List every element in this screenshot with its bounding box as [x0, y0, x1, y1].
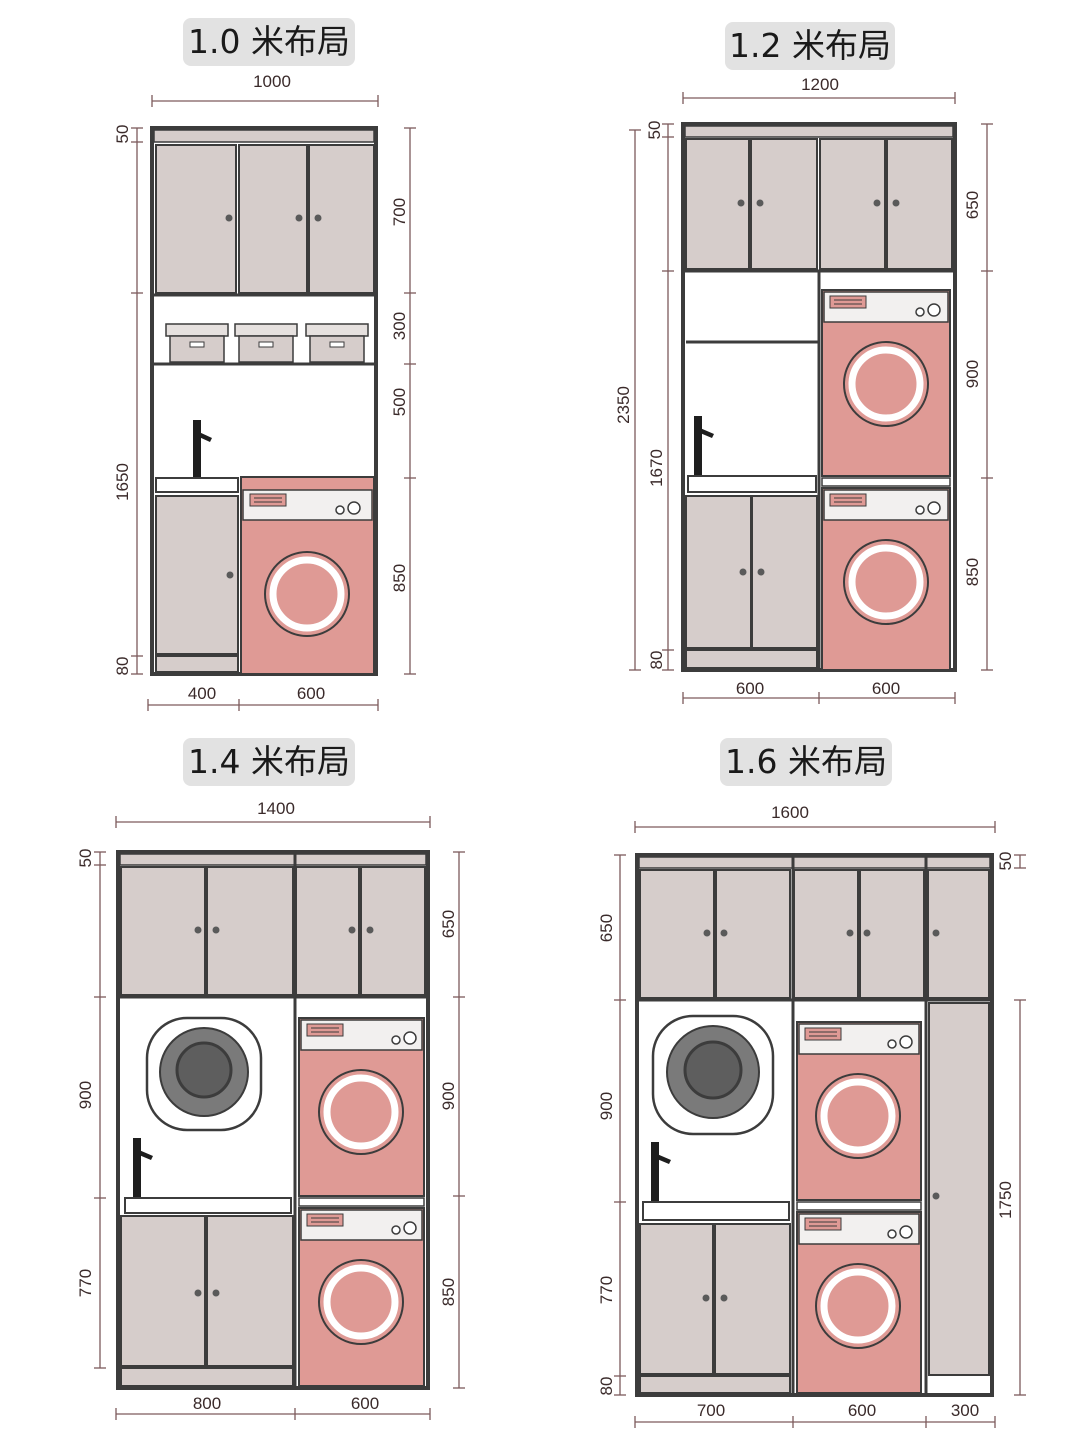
dim-width: 300 — [951, 1401, 979, 1420]
dim-width: 600 — [872, 679, 900, 698]
dimension-lines — [94, 92, 1026, 1428]
wall-dryer-icon — [145, 1016, 263, 1132]
dim-height: 1650 — [113, 463, 132, 501]
washing-machine-icon — [240, 476, 375, 675]
layout-4-title: 1.6 米布局 — [720, 738, 892, 786]
dim-width: 600 — [297, 684, 325, 703]
faucet-icon — [133, 1138, 153, 1198]
layout-1-title: 1.0 米布局 — [183, 18, 355, 66]
dim-height: 300 — [390, 312, 409, 340]
dryer-icon — [821, 289, 951, 477]
dryer-icon — [796, 1021, 922, 1201]
washing-machine-icon — [298, 1207, 425, 1387]
dim-height: 900 — [439, 1082, 458, 1110]
dim-height: 80 — [647, 651, 666, 670]
dim-height: 850 — [390, 564, 409, 592]
dim-total-width: 1600 — [771, 803, 809, 822]
dim-height: 650 — [597, 914, 616, 942]
dim-height: 80 — [113, 657, 132, 676]
dim-height: 850 — [439, 1278, 458, 1306]
dim-width: 600 — [736, 679, 764, 698]
layout-3-title: 1.4 米布局 — [183, 738, 355, 786]
dim-width: 800 — [193, 1394, 221, 1413]
dim-height: 650 — [963, 191, 982, 219]
dim-height: 1750 — [996, 1181, 1015, 1219]
washing-machine-icon — [821, 487, 951, 671]
dim-height: 900 — [597, 1092, 616, 1120]
faucet-icon — [694, 416, 714, 476]
layout-3-cabinet — [116, 850, 430, 1390]
dim-height: 770 — [76, 1269, 95, 1297]
dim-height: 50 — [645, 121, 664, 140]
dim-width: 600 — [848, 1401, 876, 1420]
dim-height: 500 — [390, 388, 409, 416]
dim-height: 700 — [390, 198, 409, 226]
wall-dryer-icon — [651, 1014, 775, 1136]
dim-width: 600 — [351, 1394, 379, 1413]
dim-total-width: 1000 — [253, 72, 291, 91]
faucet-icon — [193, 420, 212, 478]
dim-width: 400 — [188, 684, 216, 703]
layout-4-cabinet — [635, 853, 994, 1397]
dim-height: 50 — [76, 849, 95, 868]
dim-height: 50 — [996, 852, 1015, 871]
layout-2-title: 1.2 米布局 — [725, 22, 895, 70]
storage-box — [234, 323, 298, 363]
dim-height: 900 — [963, 360, 982, 388]
dim-height: 80 — [597, 1377, 616, 1396]
dim-height: 1670 — [647, 449, 666, 487]
dim-total-width: 1200 — [801, 75, 839, 94]
dim-height: 50 — [113, 125, 132, 144]
dryer-icon — [298, 1017, 425, 1197]
faucet-icon — [651, 1142, 671, 1202]
storage-box — [305, 323, 369, 363]
washing-machine-icon — [796, 1211, 922, 1394]
dim-height: 2350 — [614, 386, 633, 424]
layout-1-cabinet — [150, 126, 378, 676]
dim-width: 700 — [697, 1401, 725, 1420]
dim-height: 650 — [439, 910, 458, 938]
storage-box — [165, 323, 229, 363]
dim-total-width: 1400 — [257, 799, 295, 818]
dim-height: 900 — [76, 1081, 95, 1109]
dim-height: 770 — [597, 1276, 616, 1304]
layout-2-cabinet — [681, 122, 957, 672]
dim-height: 850 — [963, 558, 982, 586]
